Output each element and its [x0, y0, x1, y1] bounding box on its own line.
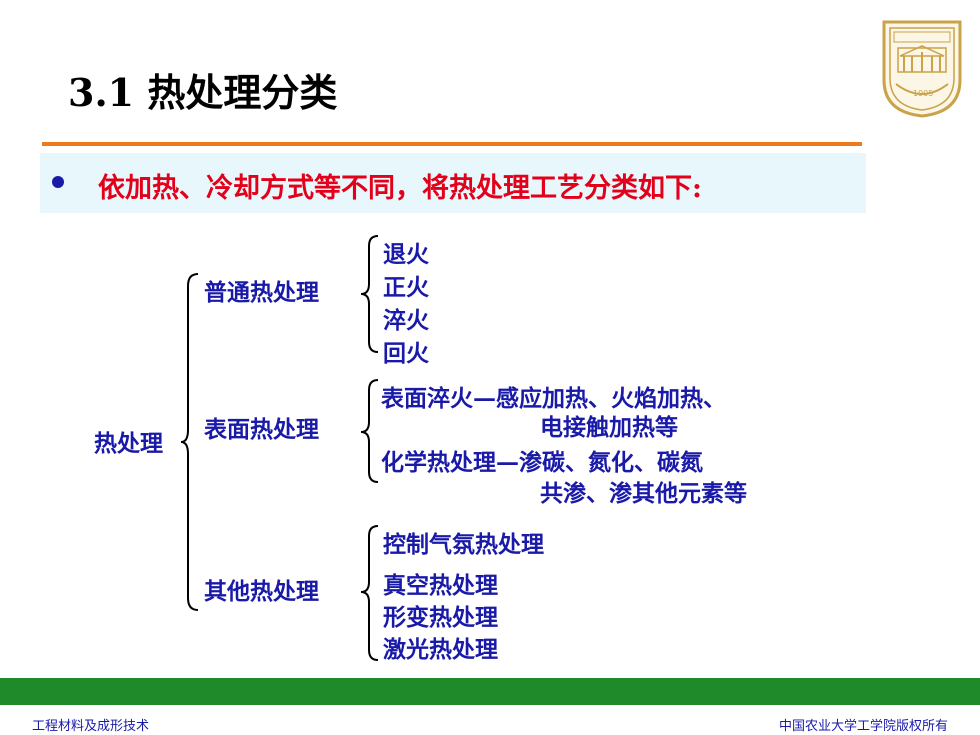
title-divider: [42, 142, 862, 146]
footer-bar: [0, 678, 980, 705]
other-item-deformation: 形变热处理: [383, 604, 498, 631]
subtitle-band: [40, 153, 866, 213]
surface-item1-line2: 电接触加热等: [540, 414, 678, 441]
footer-course-name: 工程材料及成形技术: [32, 719, 150, 734]
other-item-laser: 激光热处理: [383, 636, 498, 663]
other-item-controlled-atmosphere: 控制气氛热处理: [383, 531, 544, 558]
surface-item1-line1: 表面淬火—感应加热、火焰加热、: [381, 385, 726, 412]
other-brace: [360, 525, 379, 661]
group-surface-label: 表面热处理: [204, 416, 319, 443]
group-other-label: 其他热处理: [204, 578, 319, 605]
university-seal-icon: 1905: [880, 18, 964, 122]
page-title: 3.1 热处理分类: [68, 70, 338, 115]
surface-item2-line1: 化学热处理—渗碳、氮化、碳氮: [381, 449, 703, 476]
ordinary-item-annealing: 退火: [383, 241, 429, 268]
other-item-vacuum: 真空热处理: [383, 572, 498, 599]
root-brace: [180, 273, 199, 611]
bullet-icon: [52, 176, 64, 188]
footer-copyright: 中国农业大学工学院版权所有: [778, 719, 948, 734]
surface-brace: [360, 379, 379, 483]
logo-year: 1905: [913, 89, 934, 98]
ordinary-item-quenching: 淬火: [383, 307, 429, 334]
surface-item2-line2: 共渗、渗其他元素等: [540, 480, 747, 507]
ordinary-item-tempering: 回火: [383, 340, 429, 367]
subtitle-text: 依加热、冷却方式等不同，将热处理工艺分类如下:: [98, 173, 702, 204]
group-ordinary-label: 普通热处理: [204, 279, 319, 306]
tree-root-label: 热处理: [94, 430, 163, 457]
ordinary-item-normalizing: 正火: [383, 274, 429, 301]
ordinary-brace: [360, 235, 379, 353]
